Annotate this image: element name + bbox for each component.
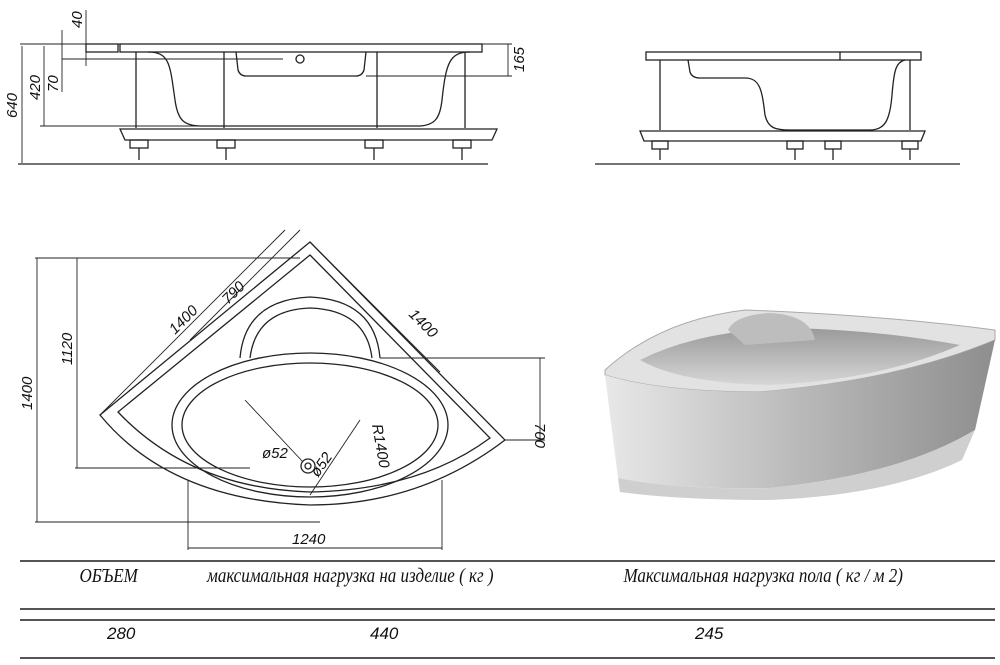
table-value-row: 280 440 245	[20, 624, 995, 654]
dim-165: 165	[511, 46, 528, 72]
dim-1400-side-a: 1400	[166, 302, 202, 338]
table-top-rule	[20, 560, 995, 562]
value-max-load-product: 440	[370, 624, 399, 643]
table-mid-rule-2	[20, 619, 995, 621]
side-view-front: 640 420 70 40 165	[4, 10, 528, 165]
dim-420: 420	[27, 74, 44, 100]
dim-1240: 1240	[292, 531, 326, 548]
dim-40: 40	[69, 11, 86, 28]
dim-r1400: R1400	[368, 423, 393, 470]
dim-drain-52: ø52	[262, 445, 289, 462]
plan-view: 1400 1120 1400 790 1400 700 1240 R1400 ø…	[19, 229, 548, 550]
dim-790: 790	[219, 278, 249, 308]
header-max-floor-load: Максимальная нагрузка пола ( кг / м 2)	[623, 565, 903, 587]
dim-70: 70	[45, 75, 62, 92]
header-volume: ОБЪЕМ	[79, 565, 138, 587]
table-bottom-rule	[20, 657, 995, 659]
header-max-load-product: максимальная нагрузка на изделие ( кг )	[207, 565, 494, 587]
dim-1400-left: 1400	[19, 376, 36, 410]
side-view-lateral	[595, 51, 960, 165]
table-mid-rule-1	[20, 608, 995, 610]
dim-700: 700	[531, 423, 548, 449]
bathtub-render	[604, 309, 996, 500]
dim-1120: 1120	[59, 332, 76, 365]
table-header-row: ОБЪЕМ максимальная нагрузка на изделие (…	[20, 565, 903, 605]
value-max-floor-load: 245	[695, 624, 724, 643]
dim-overflow-52: ø52	[307, 449, 336, 480]
dim-1400-side-b: 1400	[405, 306, 441, 342]
value-volume: 280	[107, 624, 136, 643]
dim-640: 640	[4, 92, 21, 118]
